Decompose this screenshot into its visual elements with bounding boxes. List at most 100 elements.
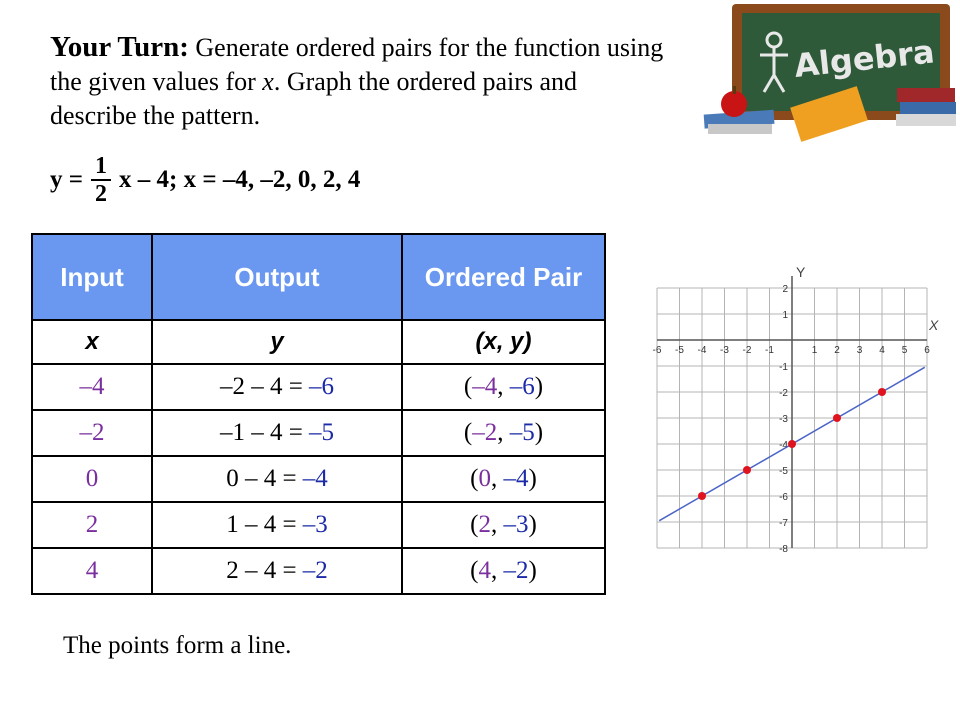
table-row: –4–2 – 4 = –6(–4, –6) <box>31 363 606 411</box>
pair-cell: (–4, –6) <box>401 363 606 411</box>
y-tick-label: -1 <box>779 362 788 373</box>
pair-cell: (4, –2) <box>401 547 606 595</box>
apple-icon <box>721 91 747 117</box>
instructions-text-2: . Graph the ordered pairs and describe t… <box>50 67 578 130</box>
pair-y: –5 <box>509 419 535 446</box>
instructions: Your Turn: Generate ordered pairs for th… <box>50 30 670 133</box>
pair-y: –6 <box>509 373 535 400</box>
pair-open: ( <box>463 419 473 446</box>
x-tick-label: -1 <box>765 345 774 356</box>
input-value: –2 <box>79 419 105 446</box>
y-tick-label: -5 <box>779 466 788 477</box>
ordered-pairs-table: Input Output Ordered Pair x y (x, y) –4–… <box>31 233 606 595</box>
output-expression: 0 – 4 = <box>226 465 303 492</box>
stick-figure-icon <box>760 31 788 93</box>
y-axis-label: Y <box>796 264 806 280</box>
variable-x: x <box>262 67 274 96</box>
pair-close: ) <box>528 465 537 492</box>
x-tick-label: 1 <box>812 345 818 356</box>
table-header-row: Input Output Ordered Pair <box>31 233 606 321</box>
y-tick-label: 1 <box>782 310 788 321</box>
pattern-note: The points form a line. <box>63 632 292 659</box>
function-equation: y = 1 2 x – 4; x = –4, –2, 0, 2, 4 <box>50 148 360 212</box>
output-result: –4 <box>302 465 328 492</box>
y-tick-label: 2 <box>782 284 788 295</box>
var-x-cell: x <box>31 319 153 365</box>
pair-open: ( <box>463 373 473 400</box>
algebra-chalkboard-clipart: Algebra <box>703 4 956 142</box>
input-cell: 2 <box>31 501 153 549</box>
pair-sep: , <box>491 511 504 538</box>
pair-x: –4 <box>472 373 498 400</box>
fraction-denominator: 2 <box>95 181 107 207</box>
input-value: –4 <box>79 373 105 400</box>
table-row: –2–1 – 4 = –5(–2, –5) <box>31 409 606 457</box>
pair-close: ) <box>534 373 544 400</box>
y-tick-label: -7 <box>779 518 788 529</box>
var-y-cell: y <box>151 319 403 365</box>
plotted-point <box>698 492 706 500</box>
output-result: –6 <box>309 373 335 400</box>
output-expression: 2 – 4 = <box>226 557 303 584</box>
output-expression: –1 – 4 = <box>219 419 310 446</box>
var-pair-cell: (x, y) <box>401 319 606 365</box>
plotted-point <box>878 388 886 396</box>
output-cell: 0 – 4 = –4 <box>151 455 403 503</box>
fraction-one-half: 1 2 <box>91 153 111 207</box>
pair-sep: , <box>491 557 504 584</box>
input-value: 0 <box>85 465 99 492</box>
header-input: Input <box>31 233 153 321</box>
input-value: 2 <box>85 511 99 538</box>
pair-y: –4 <box>503 465 529 492</box>
pair-close: ) <box>528 511 537 538</box>
pair-y: –3 <box>503 511 529 538</box>
pair-y: –2 <box>503 557 529 584</box>
pair-cell: (2, –3) <box>401 501 606 549</box>
y-tick-label: -6 <box>779 492 788 503</box>
x-tick-label: 2 <box>834 345 840 356</box>
book-icon <box>703 109 775 129</box>
output-expression: –2 – 4 = <box>219 373 310 400</box>
output-result: –3 <box>302 511 328 538</box>
input-cell: –2 <box>31 409 153 457</box>
pair-cell: (0, –4) <box>401 455 606 503</box>
x-tick-label: -2 <box>743 345 752 356</box>
pair-cell: (–2, –5) <box>401 409 606 457</box>
output-cell: 2 – 4 = –2 <box>151 547 403 595</box>
output-expression: 1 – 4 = <box>226 511 303 538</box>
x-tick-label: -4 <box>698 345 707 356</box>
input-cell: 0 <box>31 455 153 503</box>
header-ordered-pair: Ordered Pair <box>401 233 606 321</box>
pair-sep: , <box>491 465 504 492</box>
y-tick-label: -3 <box>779 414 788 425</box>
input-value: 4 <box>85 557 99 584</box>
y-tick-label: -4 <box>779 440 788 451</box>
table-variable-row: x y (x, y) <box>31 319 606 365</box>
plotted-point <box>743 466 751 474</box>
output-result: –2 <box>302 557 328 584</box>
equation-rhs: x – 4; x = –4, –2, 0, 2, 4 <box>119 166 361 193</box>
pair-close: ) <box>534 419 544 446</box>
output-result: –5 <box>309 419 335 446</box>
book-pages-icon <box>708 124 772 134</box>
input-cell: –4 <box>31 363 153 411</box>
pair-open: ( <box>470 557 479 584</box>
instructions-text-1: Generate ordered pairs for the function … <box>50 33 664 96</box>
your-turn-label: Your Turn: <box>50 31 189 63</box>
output-cell: –2 – 4 = –6 <box>151 363 403 411</box>
pair-x: –2 <box>472 419 498 446</box>
output-cell: 1 – 4 = –3 <box>151 501 403 549</box>
pair-x: 2 <box>478 511 492 538</box>
x-tick-label: -6 <box>653 345 662 356</box>
pair-sep: , <box>497 419 510 446</box>
fraction-numerator: 1 <box>91 153 111 181</box>
x-tick-label: -5 <box>675 345 684 356</box>
x-tick-label: 6 <box>924 345 930 356</box>
pair-x: 0 <box>478 465 492 492</box>
x-tick-label: 4 <box>879 345 885 356</box>
pair-close: ) <box>528 557 537 584</box>
chalk-box-icon <box>790 86 868 142</box>
plotted-point <box>788 440 796 448</box>
